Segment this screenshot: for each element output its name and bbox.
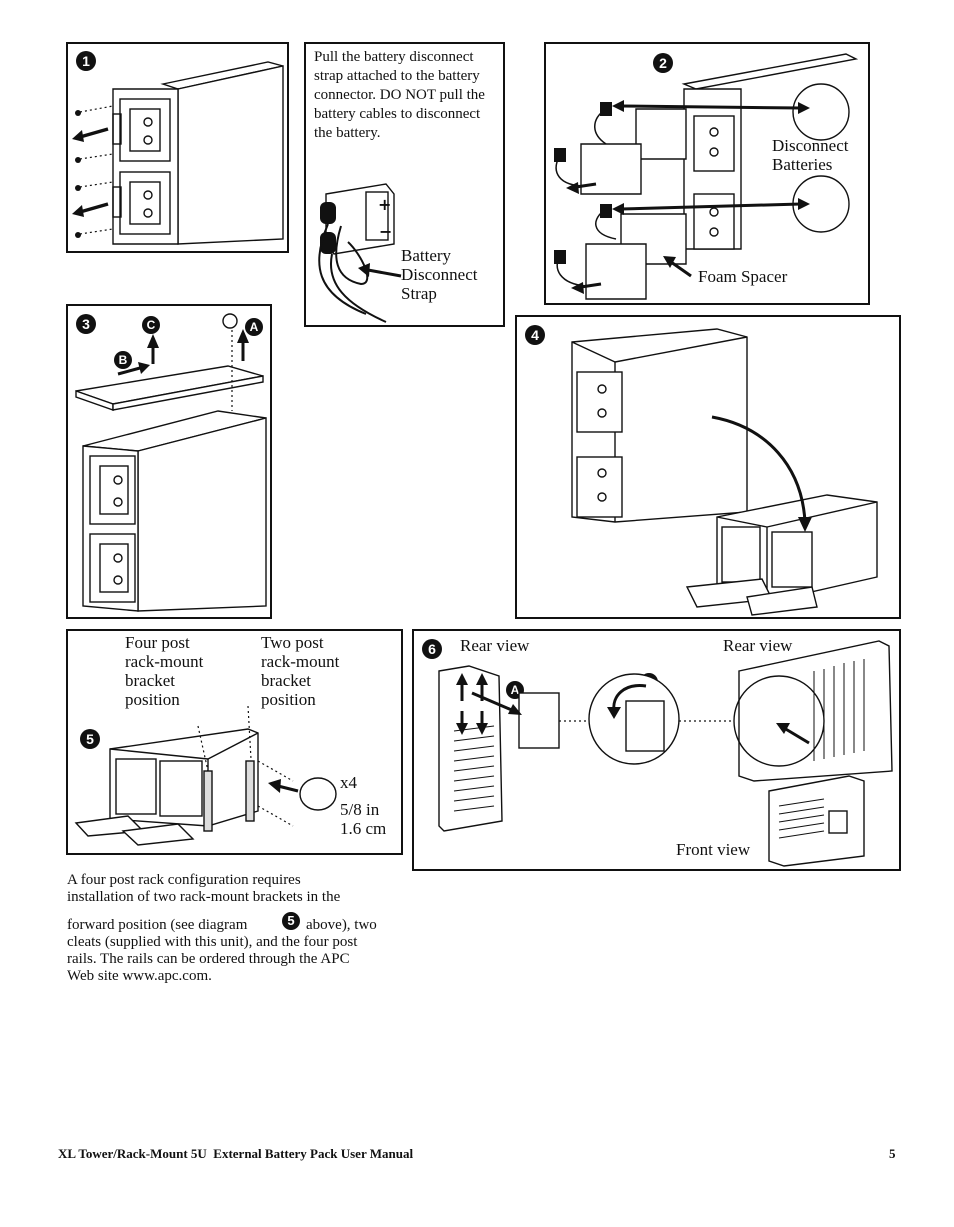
panel-battery-strap-note: Pull the battery disconnect strap attach…: [304, 42, 505, 327]
rack-bracket-illustration: [74, 705, 337, 846]
strap-label-line-3: Strap: [401, 284, 437, 303]
front-bezel-illustration: [438, 640, 893, 867]
rack-config-paragraph-line-1: A four post rack configuration requires: [67, 872, 301, 888]
panel-step-5: 5 Four post rack-mount bracket position …: [66, 629, 403, 855]
panel-step-2: 2: [544, 42, 870, 305]
front-view-label: Front view: [676, 840, 751, 859]
panel-step-4: 4: [515, 315, 901, 619]
inline-step-number-5: 5: [282, 912, 300, 930]
connector-minus-sign: −: [379, 222, 393, 241]
strap-instruction-text: Pull the battery disconnect strap attach…: [314, 49, 485, 141]
rack-config-paragraph-line-3b: above), two: [306, 917, 377, 933]
two-post-label-line-1: Two post: [261, 633, 324, 652]
four-post-label-line-2: rack-mount: [125, 652, 204, 671]
rack-config-paragraph-line-2: installation of two rack-mount brackets …: [67, 889, 341, 905]
rack-config-paragraph-line-3a: forward position (see diagram: [67, 917, 248, 933]
four-post-label-line-1: Four post: [125, 633, 190, 652]
screw-quantity-label: x4: [340, 773, 357, 792]
screw-size-cm-label: 1.6 cm: [340, 819, 387, 838]
step-number-6: 6: [422, 639, 442, 659]
rack-config-paragraph-line-6: Web site www.apc.com.: [67, 968, 212, 984]
step-number-2: 2: [653, 53, 673, 73]
panel-step-1: 1: [66, 42, 289, 253]
footer-manual-title: XL Tower/Rack-Mount 5U External Battery …: [58, 1146, 414, 1161]
rotate-to-rack-illustration: [571, 328, 878, 616]
panel-step-3: 3 C A B: [66, 304, 272, 619]
screw-size-inch-label: 5/8 in: [340, 800, 380, 819]
footer-page-number: 5: [889, 1146, 896, 1161]
top-cover-removal-illustration: [75, 313, 267, 612]
rear-view-label-left: Rear view: [460, 636, 530, 655]
strap-label-line-1: Battery: [401, 246, 452, 265]
foam-spacer-label: Foam Spacer: [698, 267, 788, 286]
rack-config-paragraph-line-5: rails. The rails can be ordered through …: [67, 951, 350, 967]
two-post-label-line-3: bracket: [261, 671, 312, 690]
letter-b-label: B: [114, 351, 132, 369]
disconnect-label-line-1: Disconnect: [772, 136, 849, 155]
letter-a-label: A: [245, 318, 263, 336]
step-number-4: 4: [525, 325, 545, 345]
disconnect-label-line-2: Batteries: [772, 155, 833, 174]
step-number-3: 3: [76, 314, 96, 334]
battery-connector-illustration: [318, 183, 402, 323]
four-post-label-line-4: position: [125, 690, 180, 709]
strap-label-line-2: Disconnect: [401, 265, 478, 284]
rack-config-paragraph-line-4: cleats (supplied with this unit), and th…: [67, 934, 358, 950]
letter-c-label: C: [142, 316, 160, 334]
battery-removal-illustration: [554, 53, 859, 300]
rear-view-label-right: Rear view: [723, 636, 793, 655]
step-number-5: 5: [80, 729, 100, 749]
connector-plus-sign: +: [378, 195, 392, 214]
two-post-label-line-2: rack-mount: [261, 652, 340, 671]
tower-unit-illustration: [72, 61, 284, 245]
step-number-1: 1: [76, 51, 96, 71]
panel-step-6: 6 Rear view Rear view Front view A B C: [412, 629, 901, 871]
two-post-label-line-4: position: [261, 690, 316, 709]
four-post-label-line-3: bracket: [125, 671, 176, 690]
